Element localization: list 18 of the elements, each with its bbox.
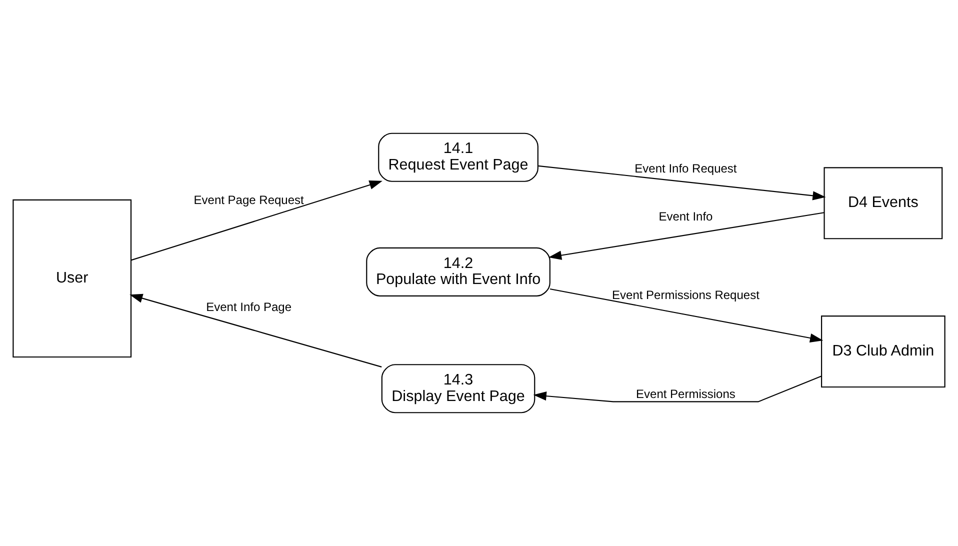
arrow: [550, 288, 824, 343]
arrow: [130, 294, 382, 368]
node-box: D4 Events: [824, 167, 943, 240]
arrow: [538, 165, 826, 200]
edge-label: Event Permissions Request: [612, 288, 760, 302]
node-box: 14.2 Populate with Event Info: [366, 247, 550, 296]
edge-label: Event Info Page: [206, 300, 292, 314]
arrow: [548, 212, 824, 260]
edge-label: Event Permissions: [636, 387, 736, 402]
node-box: D3 Club Admin: [821, 316, 946, 388]
node-box: User: [12, 199, 132, 358]
edge-label: Event Info: [658, 209, 713, 224]
arrow: [533, 376, 822, 402]
node-box: 14.3 Display Event Page: [381, 364, 536, 414]
node-box: 14.1 Request Event Page: [378, 132, 538, 182]
edge-label: Event Info Request: [634, 161, 737, 176]
arrow: [130, 180, 382, 261]
edge-label: Event Page Request: [194, 193, 304, 208]
